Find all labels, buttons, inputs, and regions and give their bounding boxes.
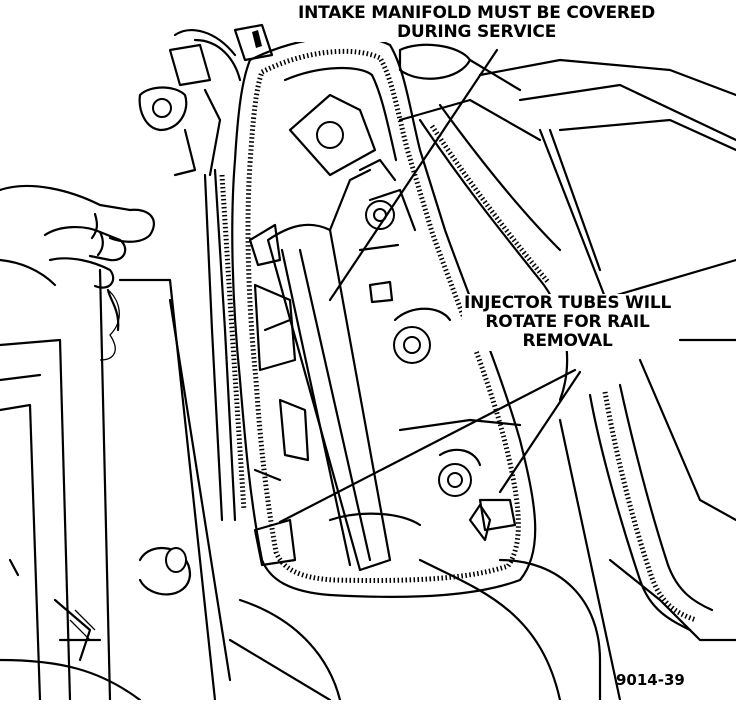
callout-line: ROTATE FOR RAIL — [485, 312, 650, 332]
intake-manifold-callout: INTAKE MANIFOLD MUST BE COVERED DURING S… — [296, 3, 658, 42]
figure-number: 9014-39 — [616, 671, 685, 689]
fuel-rail — [248, 93, 522, 572]
connector-cluster — [138, 23, 274, 177]
wire-harness — [203, 35, 714, 632]
callout-line: INTAKE MANIFOLD MUST BE COVERED — [298, 3, 656, 23]
callout-line: REMOVAL — [522, 331, 613, 351]
callout-line: DURING SERVICE — [396, 22, 557, 42]
hand-illustration — [0, 184, 155, 361]
engine-background — [0, 43, 736, 702]
injector-tubes-callout: INJECTOR TUBES WILL ROTATE FOR RAIL REMO… — [462, 293, 674, 351]
callout-line: INJECTOR TUBES WILL — [464, 293, 672, 313]
leader-lines — [278, 48, 582, 524]
